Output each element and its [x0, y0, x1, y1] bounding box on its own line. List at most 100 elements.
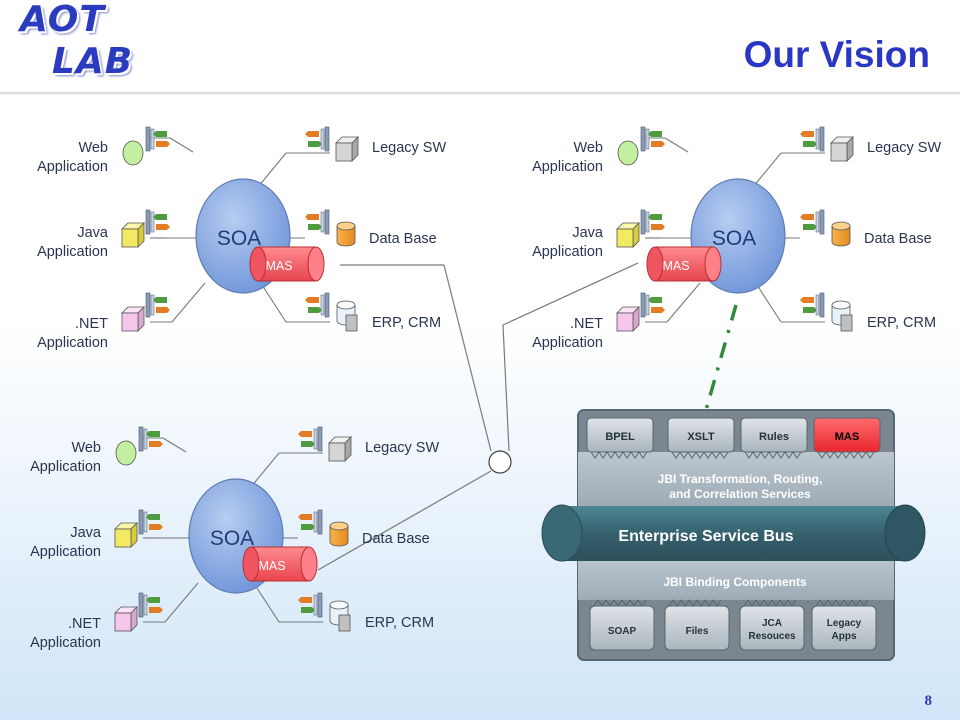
- connector-icon: [138, 509, 164, 535]
- link-cluster2-b: [502, 262, 639, 326]
- orange-database-icon: [831, 221, 851, 247]
- item-line2: Application: [37, 159, 108, 175]
- esb-top-box-label: XSLT: [687, 431, 715, 443]
- spoke-line: [664, 137, 689, 153]
- esb-bottom-box: JCA Resouces: [739, 599, 805, 651]
- link-cluster1-hub: [443, 264, 492, 452]
- right-item-label: Data Base: [864, 231, 932, 247]
- pink-cube-icon: [616, 306, 640, 332]
- esb-bottom-box-line1: JCA: [762, 618, 782, 629]
- esb-top-box: BPEL: [586, 417, 654, 459]
- right-item-label: Legacy SW: [365, 440, 440, 456]
- mas-body: [258, 247, 316, 281]
- esb-bottom-box-line2: Resouces: [748, 631, 796, 642]
- hub-links: [317, 262, 639, 571]
- jbi-transform-line1: JBI Transformation, Routing,: [658, 472, 823, 486]
- mas-left-cap: [646, 246, 664, 282]
- jbi-transform-band: [578, 452, 894, 506]
- item-line1: .NET: [67, 616, 101, 632]
- connector-icon: [640, 209, 666, 235]
- page-number: 8: [924, 693, 933, 709]
- item-line1: Web: [78, 140, 108, 156]
- spoke-line: [666, 282, 701, 323]
- connector-icon: [799, 292, 825, 318]
- left-item-label: .NET Application: [30, 615, 101, 653]
- item-line1: Java: [572, 225, 603, 241]
- mas-left-cap: [249, 246, 267, 282]
- link-cluster3-hub: [317, 470, 492, 571]
- mas-right-cap: [307, 246, 325, 282]
- item-line2: Application: [532, 244, 603, 260]
- green-circle-icon: [122, 140, 144, 166]
- right-item-label: ERP, CRM: [867, 315, 937, 331]
- left-item-label: .NET Application: [37, 315, 108, 353]
- yellow-cube-icon: [616, 222, 640, 248]
- mas-label: MAS: [662, 259, 689, 273]
- mas-cylinder: MAS: [646, 246, 722, 282]
- jbi-transform-line2: and Correlation Services: [669, 487, 811, 501]
- esb-top-box-label: MAS: [835, 431, 859, 443]
- spoke-line: [254, 584, 280, 623]
- pink-cube-icon: [121, 306, 145, 332]
- grey-cube-icon: [335, 136, 359, 162]
- item-line1: .NET: [74, 316, 108, 332]
- esb-bottom-box-line1: Legacy: [827, 618, 862, 629]
- pink-cube-icon: [114, 606, 138, 632]
- erp-icon: [329, 600, 351, 632]
- connector-icon: [304, 209, 330, 235]
- orange-database-icon: [329, 521, 349, 547]
- esb-top-box: XSLT: [667, 417, 735, 459]
- item-line1: Java: [70, 525, 101, 541]
- esb-top-box: Rules: [740, 417, 808, 459]
- spoke-line: [756, 284, 782, 323]
- spoke-line: [169, 137, 194, 153]
- connector-icon: [138, 592, 164, 618]
- mas-body: [251, 547, 309, 581]
- right-item-label: ERP, CRM: [372, 315, 442, 331]
- connector-icon: [304, 126, 330, 152]
- item-line1: Java: [77, 225, 108, 241]
- connector-icon: [297, 592, 323, 618]
- connector-icon: [145, 126, 171, 152]
- right-item-label: ERP, CRM: [365, 615, 435, 631]
- yellow-cube-icon: [114, 522, 138, 548]
- soa-label: SOA: [210, 527, 254, 550]
- right-item-label: Legacy SW: [867, 140, 942, 156]
- spoke-line: [164, 582, 199, 623]
- connector-icon: [138, 426, 164, 452]
- connector-icon: [145, 292, 171, 318]
- green-circle-icon: [617, 140, 639, 166]
- grey-cube-icon: [830, 136, 854, 162]
- esb-top-box-label: Rules: [759, 431, 789, 443]
- yellow-cube-icon: [121, 222, 145, 248]
- connector-icon: [297, 426, 323, 452]
- aot-lab-logo: AOT LAB: [20, 2, 150, 92]
- green-circle-icon: [115, 440, 137, 466]
- hub-node: [488, 450, 512, 474]
- right-item-label: Data Base: [362, 531, 430, 547]
- spoke-line: [171, 282, 206, 323]
- bus-label: Enterprise Service Bus: [618, 528, 793, 545]
- mas-left-cap: [242, 546, 260, 582]
- item-line1: Web: [573, 140, 603, 156]
- item-line1: .NET: [569, 316, 603, 332]
- erp-icon: [831, 300, 853, 332]
- enterprise-service-bus: BPEL XSLT Rules MAS SOAP Files JCA Resouces Leg…: [541, 409, 926, 661]
- spoke-line: [250, 452, 280, 488]
- item-line2: Application: [37, 244, 108, 260]
- item-line2: Application: [37, 335, 108, 351]
- esb-bottom-box-label: Files: [686, 626, 709, 637]
- link-cluster2-a: [502, 324, 510, 452]
- connector-icon: [640, 292, 666, 318]
- esb-bottom-box-label: SOAP: [608, 626, 637, 637]
- esb-bottom-box: SOAP: [589, 599, 655, 651]
- logo-line1: AOT: [20, 0, 105, 40]
- dashed-esb-link: [704, 304, 738, 411]
- right-item-label: Data Base: [369, 231, 437, 247]
- item-line2: Application: [30, 635, 101, 651]
